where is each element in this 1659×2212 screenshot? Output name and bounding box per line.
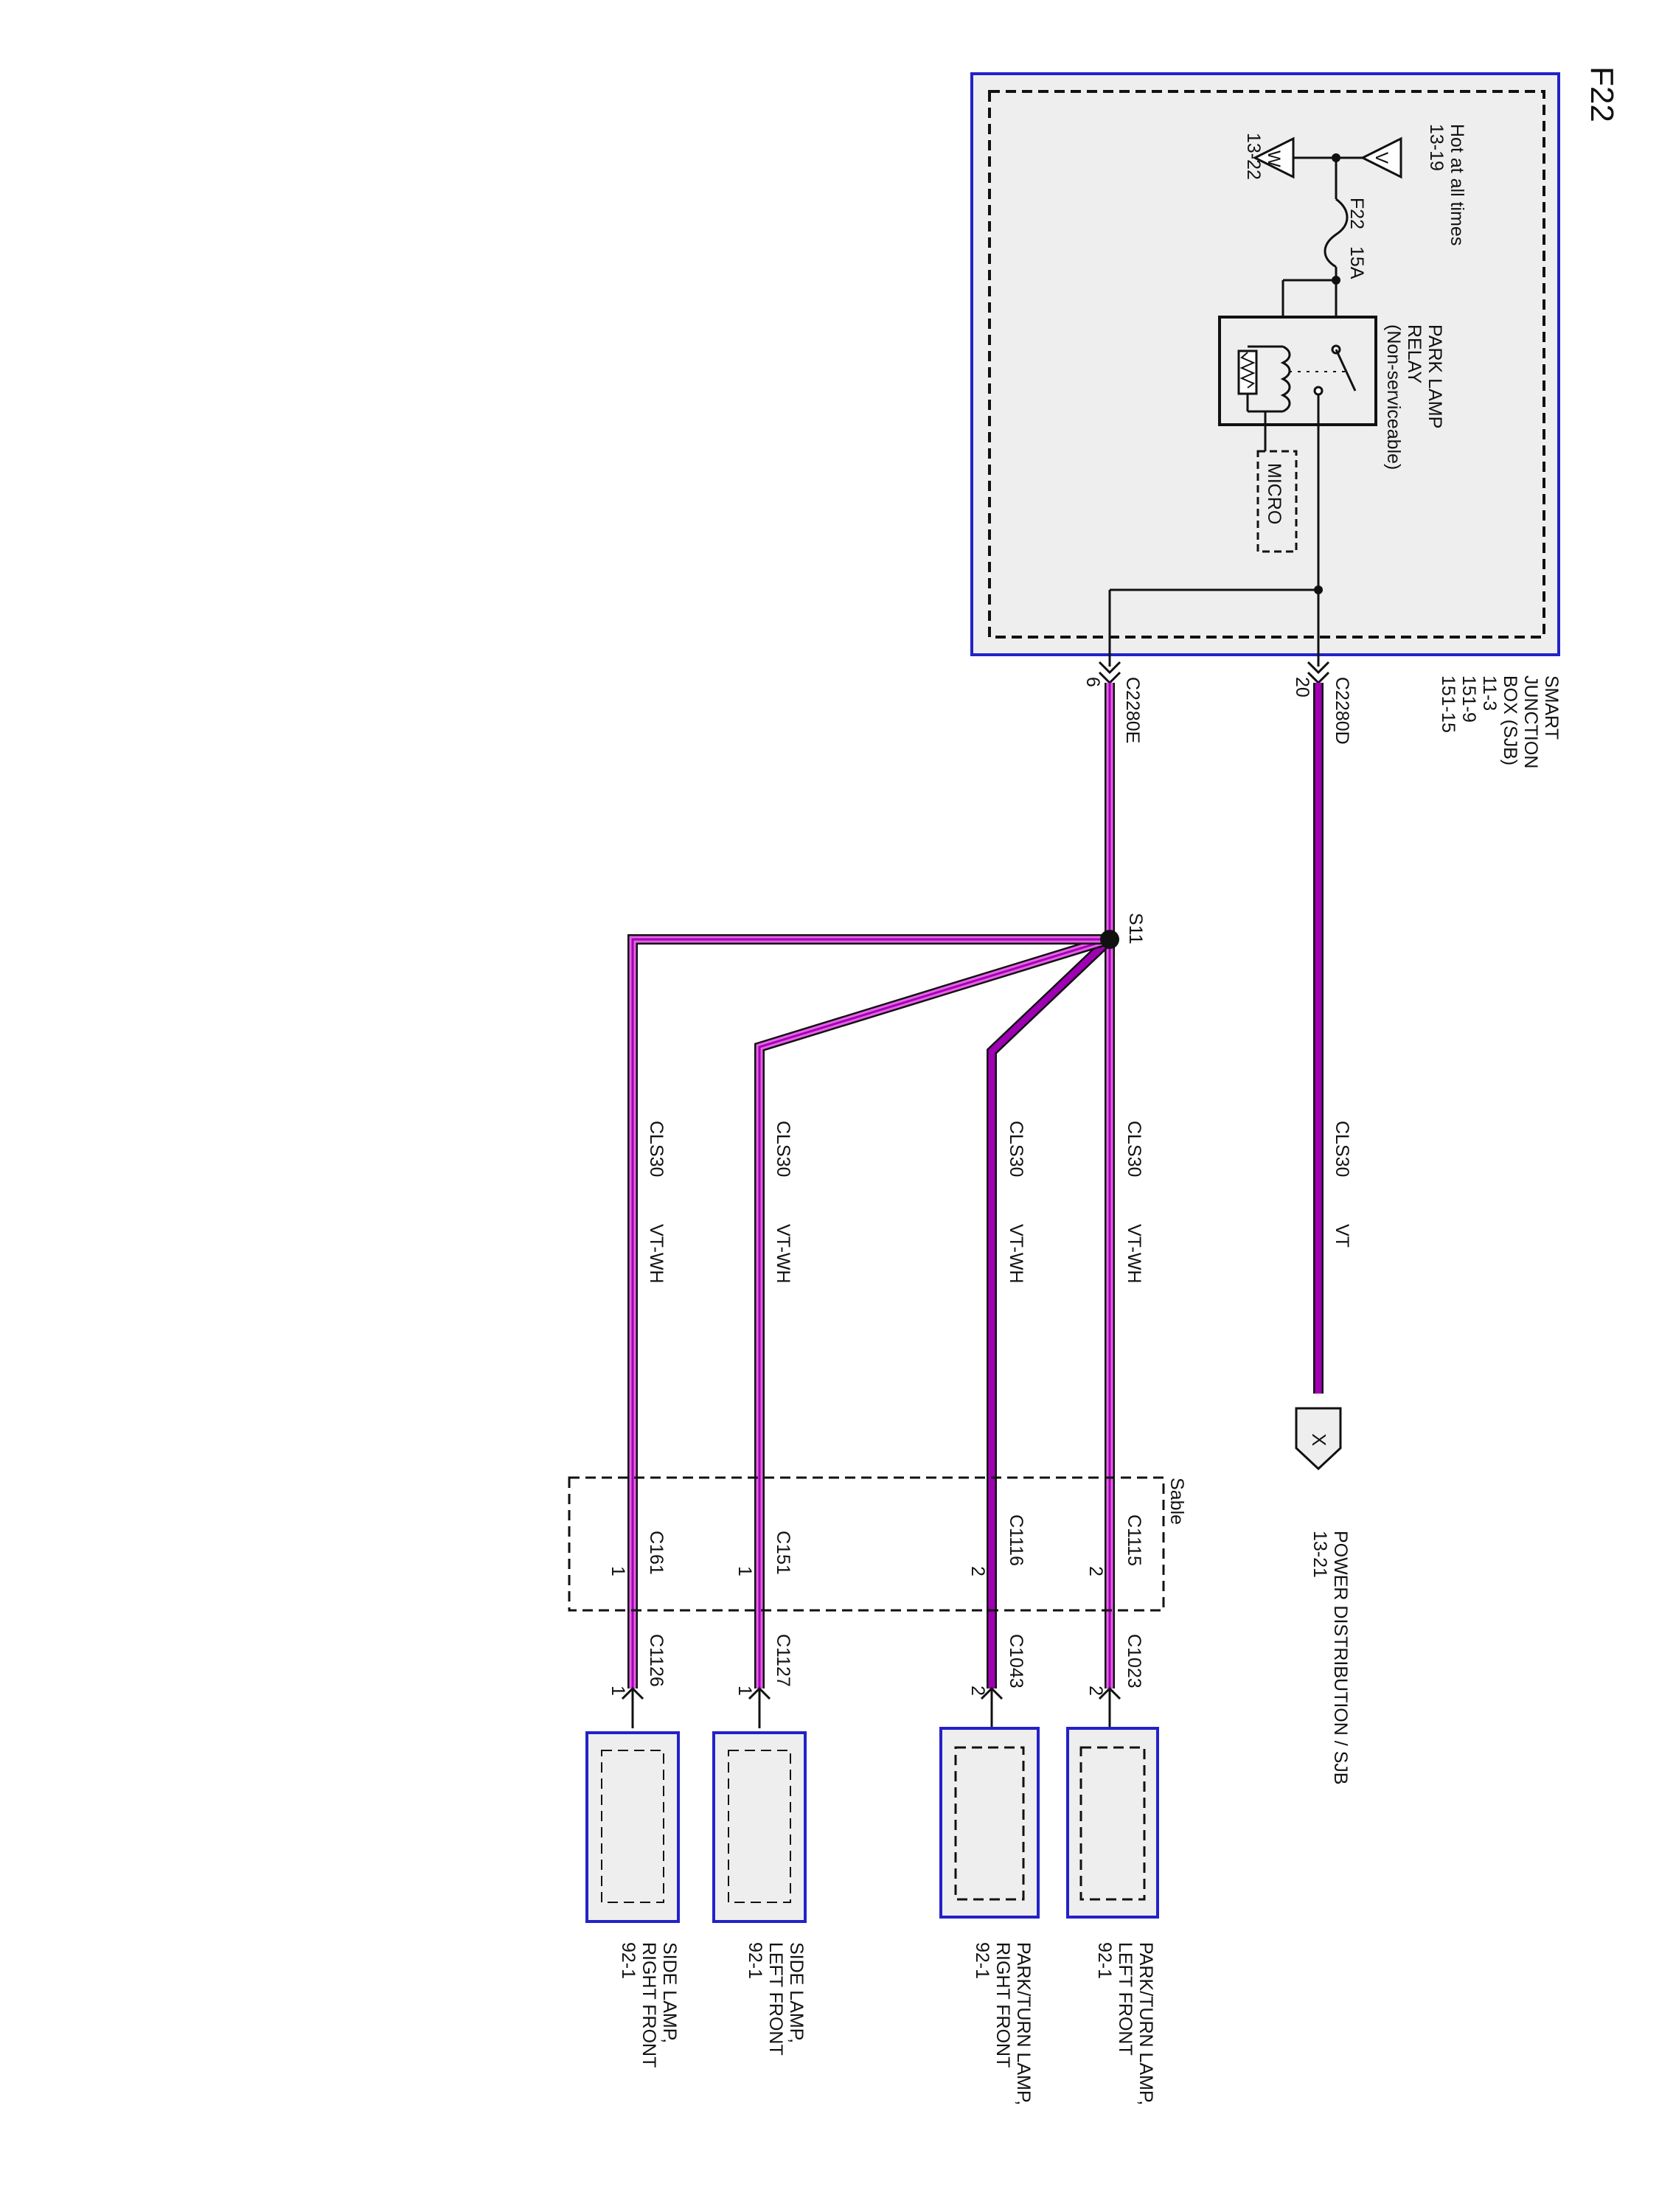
lamp-4-label-3: 92-1 <box>618 1942 639 1979</box>
w-ref: 13-22 <box>1243 133 1264 180</box>
c2280d-label: C2280D <box>1332 677 1352 745</box>
lamp-1-pin: 2 <box>1085 1686 1106 1696</box>
lamp-3-connector: C1127 <box>773 1634 793 1687</box>
v-reference-triangle <box>1360 136 1402 179</box>
w-letter: W <box>1264 150 1284 167</box>
page-id: F22 <box>1584 66 1620 122</box>
c2280e-label: C2280E <box>1122 677 1143 743</box>
sable-c1115-pin: 2 <box>1085 1566 1106 1576</box>
power-dist-flag-letter: X <box>1308 1433 1330 1446</box>
lamp-1-label-3: 92-1 <box>1094 1942 1115 1979</box>
micro-module <box>1256 450 1298 553</box>
wire-5-circuit: CLS30 <box>646 1121 667 1177</box>
splice-label: S11 <box>1125 913 1146 945</box>
resistor-zigzag <box>1239 352 1256 389</box>
wire-3-circuit: CLS30 <box>1006 1121 1026 1177</box>
micro-label: MICRO <box>1264 463 1284 524</box>
lamp-2-pin: 2 <box>967 1686 988 1696</box>
v-ref: 13-19 <box>1426 124 1447 171</box>
lamp-2-label-3: 92-1 <box>972 1942 992 1979</box>
sjb-name-3: BOX (SJB) <box>1500 675 1520 765</box>
wire-5-color: VT-WH <box>646 1224 667 1284</box>
sable-c151-pin: 1 <box>734 1566 755 1576</box>
sable-c1116-pin: 2 <box>967 1566 988 1576</box>
power-dist-flag <box>1295 1407 1342 1471</box>
sable-inline-box <box>568 1476 1165 1612</box>
lamp-3-label-1: SIDE LAMP, <box>786 1942 807 2043</box>
lamp-4-label-2: RIGHT FRONT <box>639 1942 659 2067</box>
lamp-3-label-3: 92-1 <box>745 1942 765 1979</box>
wire-branch-c1043 <box>987 935 1113 1688</box>
lamp-4-label-1: SIDE LAMP, <box>659 1942 680 2043</box>
power-dist-label: POWER DISTRIBUTION / SJB <box>1330 1531 1351 1784</box>
c2280d-pin: 20 <box>1292 677 1312 698</box>
sable-c1115: C1115 <box>1124 1514 1144 1566</box>
lamp-2-label-1: PARK/TURN LAMP, <box>1013 1942 1034 2105</box>
sable-c151: C151 <box>773 1531 793 1575</box>
wire-2-circuit: CLS30 <box>1124 1121 1144 1177</box>
sable-c161: C161 <box>646 1531 667 1575</box>
sjb-name-2: JUNCTION <box>1520 675 1541 768</box>
hot-label: Hot at all times <box>1447 124 1467 246</box>
side-lamp-left-front <box>712 1731 807 1923</box>
park-turn-lamp-right-front <box>939 1727 1040 1919</box>
relay-label-1: PARK LAMP <box>1425 324 1445 428</box>
lamp-1-connector: C1023 <box>1124 1634 1144 1688</box>
relay-coil <box>1280 345 1291 413</box>
lamp-1-connector-mark <box>1098 1686 1121 1728</box>
lamp-2-connector: C1043 <box>1006 1634 1026 1688</box>
wire-4-circuit: CLS30 <box>773 1121 793 1177</box>
sable-c161-pin: 1 <box>608 1566 628 1576</box>
side-lamp-right-front <box>585 1731 680 1923</box>
lamp-4-pin: 1 <box>608 1686 628 1696</box>
relay-switch-contact <box>1313 386 1324 396</box>
c2280e-pin: 6 <box>1082 677 1103 687</box>
fuse-id: F22 <box>1346 198 1367 229</box>
sable-label: Sable <box>1166 1478 1187 1525</box>
smart-junction-box: Hot at all times 13-19 V W 13-22 F22 15A… <box>970 72 1560 667</box>
park-turn-lamp-left-front <box>1066 1727 1159 1919</box>
power-dist-ref: 13-21 <box>1310 1531 1330 1578</box>
wire-branch-c1126 <box>627 934 1110 1688</box>
wire-3-color: VT-WH <box>1006 1224 1026 1284</box>
sjb-name-1: SMART <box>1541 675 1562 740</box>
lamp-4-connector-mark <box>621 1686 644 1728</box>
relay-label-2: RELAY <box>1404 324 1425 383</box>
sjb-ref-2: 151-9 <box>1458 675 1479 723</box>
lamp-4-connector: C1126 <box>646 1634 667 1687</box>
relay-label-3: (Non-serviceable) <box>1383 324 1404 470</box>
lamp-1-label-2: LEFT FRONT <box>1115 1942 1135 2056</box>
sjb-inner-dash <box>988 90 1545 639</box>
wire-4-color: VT-WH <box>773 1224 793 1284</box>
wire-1-color: VT <box>1332 1224 1352 1248</box>
fuse-f22 <box>1324 198 1349 268</box>
sjb-ref-3: 151-15 <box>1438 675 1458 733</box>
lamp-1-label-1: PARK/TURN LAMP, <box>1135 1942 1156 2105</box>
wire-2-color: VT-WH <box>1124 1224 1144 1284</box>
lamp-3-pin: 1 <box>734 1686 755 1696</box>
v-letter: V <box>1371 152 1391 164</box>
relay-resistor <box>1237 349 1258 395</box>
fuse-rating: 15A <box>1346 246 1367 279</box>
sable-c1116: C1116 <box>1006 1514 1026 1566</box>
splice-s11 <box>1100 930 1119 949</box>
sjb-ref-1: 11-3 <box>1479 675 1500 711</box>
lamp-3-connector-mark <box>748 1686 771 1728</box>
lamp-2-label-2: RIGHT FRONT <box>992 1942 1013 2067</box>
wire-1-circuit: CLS30 <box>1332 1121 1352 1177</box>
relay-switch-arm <box>1335 349 1357 392</box>
lamp-3-label-2: LEFT FRONT <box>765 1942 786 2056</box>
lamp-2-connector-mark <box>980 1686 1004 1728</box>
wire-branch-c1127 <box>754 934 1112 1688</box>
